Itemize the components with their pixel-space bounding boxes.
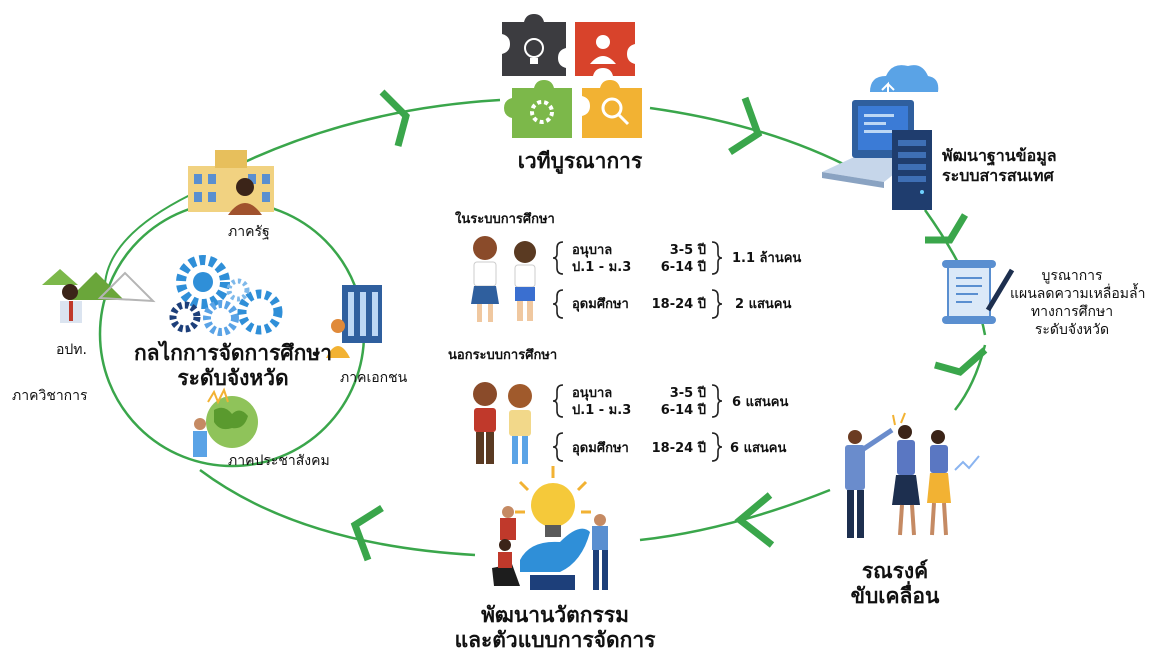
- government-label: ภาครัฐ: [228, 224, 270, 240]
- students-out-of-system: [473, 382, 532, 464]
- brace-in-open: [552, 241, 564, 275]
- innovation-label-line1: พัฒนานวัตกรรม: [481, 603, 629, 627]
- out-system-higher-age: 18-24 ปี: [651, 441, 706, 456]
- globe-people-icon: [193, 387, 258, 457]
- students-in-system: [471, 236, 536, 322]
- cycle-arrows: [350, 89, 988, 562]
- braces: [552, 241, 723, 462]
- out-system-level-2: ป.1 - ม.3: [572, 403, 632, 418]
- house-person-icon: [42, 269, 156, 323]
- in-system-title: ในระบบการศึกษา: [455, 212, 555, 227]
- out-system-age-2: 6-14 ปี: [660, 403, 706, 418]
- out-system-higher-total: 6 แสนคน: [730, 441, 787, 456]
- puzzle-icon: [502, 14, 642, 138]
- mechanism-title-line2: ระดับจังหวัด: [177, 366, 289, 390]
- campaign-label-line1: รณรงค์: [861, 559, 929, 583]
- arrow-2: [728, 96, 763, 155]
- server-laptop-icon: [822, 65, 939, 210]
- brace-out-higher-open: [552, 432, 564, 462]
- in-system-level-1: อนุบาล: [572, 243, 613, 258]
- arc-forum-to-database: [649, 106, 856, 172]
- innovation-label-line2: และตัวแบบการจัดการ: [454, 628, 656, 652]
- arc-campaign-to-innovation: [639, 488, 831, 542]
- brace-in-higher-close: [711, 289, 723, 319]
- gears-icon: [169, 255, 283, 336]
- students-icon: [471, 236, 536, 464]
- out-system-title: นอกระบบการศึกษา: [448, 348, 558, 363]
- in-system-age-1: 3-5 ปี: [669, 243, 706, 258]
- arrow-3: [925, 213, 969, 244]
- arrow-5: [734, 492, 775, 548]
- brace-out-higher-close: [711, 432, 723, 462]
- plan-label-line3: ทางการศึกษา: [1030, 304, 1114, 320]
- plan-label-line2: แผนลดความเหลื่อมล้ำ: [1010, 286, 1146, 302]
- campaign-label-line2: ขับเคลื่อน: [850, 584, 940, 608]
- office-building-icon: [326, 285, 382, 358]
- private-label: ภาคเอกชน: [340, 370, 408, 386]
- in-system-higher-age: 18-24 ปี: [651, 297, 706, 312]
- team-high-five-icon: [845, 412, 980, 538]
- school-building-icon: [188, 150, 274, 215]
- mechanism-title-line1: กลไกการจัดการศึกษา: [133, 341, 333, 365]
- arrow-4: [934, 347, 988, 376]
- brace-out-close: [711, 384, 723, 418]
- academic-label: ภาควิชาการ: [12, 388, 88, 404]
- document-pen-icon: [942, 260, 1015, 324]
- arrow-6: [350, 505, 384, 562]
- in-system-age-2: 6-14 ปี: [660, 260, 706, 275]
- civil-society-label: ภาคประชาสังคม: [228, 453, 330, 469]
- out-system-higher-level: อุดมศึกษา: [572, 441, 629, 456]
- lightbulb-hand-icon: [492, 466, 608, 590]
- cycle-path: [189, 98, 987, 557]
- local-admin-label: อปท.: [56, 342, 87, 358]
- brace-in-close: [711, 241, 723, 275]
- plan-label-line1: บูรณาการ: [1041, 268, 1103, 284]
- database-label-line1: พัฒนาฐานข้อมูล: [942, 146, 1057, 165]
- out-system-age-1: 3-5 ปี: [669, 386, 706, 401]
- arrow-1: [379, 89, 410, 147]
- database-label-line2: ระบบสารสนเทศ: [942, 166, 1054, 185]
- brace-out-open: [552, 384, 564, 418]
- plan-label-line4: ระดับจังหวัด: [1034, 322, 1110, 338]
- brace-in-higher-open: [552, 289, 564, 319]
- integration-forum-label: เวทีบูรณาการ: [517, 149, 643, 173]
- in-system-higher-level: อุดมศึกษา: [572, 297, 629, 312]
- in-system-group-total: 1.1 ล้านคน: [732, 251, 802, 266]
- out-system-level-1: อนุบาล: [572, 386, 613, 401]
- in-system-level-2: ป.1 - ม.3: [572, 260, 632, 275]
- arc-innovation-to-mechanism: [199, 468, 476, 557]
- out-system-group-total: 6 แสนคน: [732, 395, 789, 410]
- in-system-higher-total: 2 แสนคน: [735, 297, 792, 312]
